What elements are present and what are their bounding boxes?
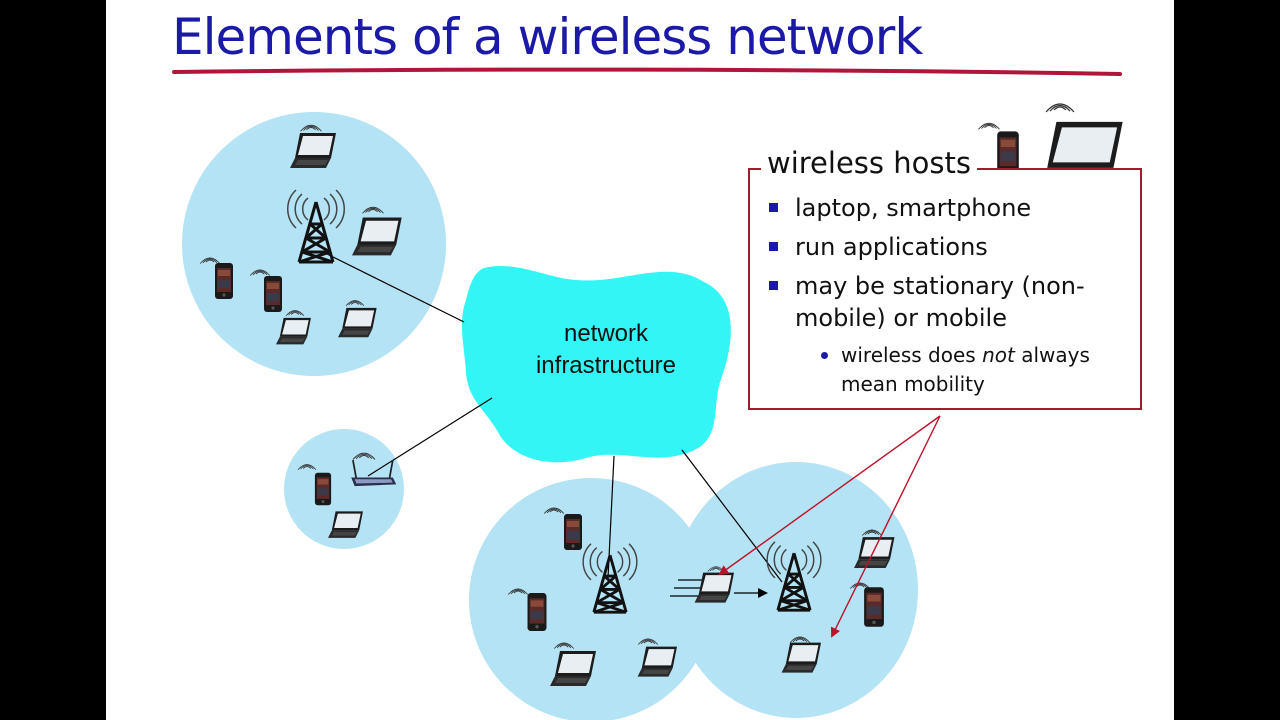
bullet-square-icon [769, 203, 778, 212]
smartphone-icon [215, 263, 233, 299]
bullet-stationary-or-mobile: may be stationary (non- [769, 270, 1085, 302]
sub-bullet-prefix: wireless does [841, 343, 983, 367]
smartphone-icon [564, 514, 582, 550]
sub-bullet-mobility-line2: mean mobility [841, 370, 985, 399]
cloud-label-line1: network [563, 320, 649, 347]
smartphone-icon [527, 593, 547, 631]
network-diagram [182, 103, 1123, 720]
title-underline [172, 67, 1122, 76]
smartphone-icon [314, 472, 332, 506]
sub-bullet-mobility: wireless does not always [821, 341, 1090, 370]
wireless-signal-icon [1045, 103, 1075, 113]
network-infrastructure-cloud [461, 265, 731, 463]
slide: Elements of a wireless network [106, 0, 1174, 720]
bullet-dot-icon [821, 352, 828, 359]
bullet-text: may be stationary (non- [795, 272, 1085, 300]
bullet-stationary-or-mobile-line2: mobile) or mobile [795, 302, 1007, 334]
smartphone-icon [864, 587, 884, 627]
network-infrastructure-label: network infrastructure [508, 318, 704, 382]
wired-links [326, 253, 783, 583]
motion-lines [670, 579, 702, 597]
cell-bottom-right [674, 462, 918, 718]
cloud-label-line2: infrastructure [535, 352, 677, 379]
bullet-text: run applications [795, 233, 988, 261]
bullet-laptop-smartphone: laptop, smartphone [769, 192, 1032, 224]
sub-bullet-suffix: always [1014, 343, 1090, 367]
bullet-square-icon [769, 242, 778, 251]
wireless-signal-icon [978, 122, 1000, 130]
sub-bullet-text: mean mobility [841, 372, 985, 396]
wireless-hosts-callout [748, 168, 1142, 410]
callout-heading: wireless hosts [761, 146, 977, 180]
bullet-run-applications: run applications [769, 231, 988, 263]
bullet-square-icon [769, 281, 778, 290]
slide-title: Elements of a wireless network [172, 8, 923, 66]
sub-bullet-emphasis: not [982, 343, 1015, 367]
bullet-text: mobile) or mobile [795, 304, 1007, 332]
bullet-text: laptop, smartphone [795, 194, 1032, 222]
smartphone-icon [264, 276, 282, 312]
callout-pointer-arrows [718, 415, 941, 638]
